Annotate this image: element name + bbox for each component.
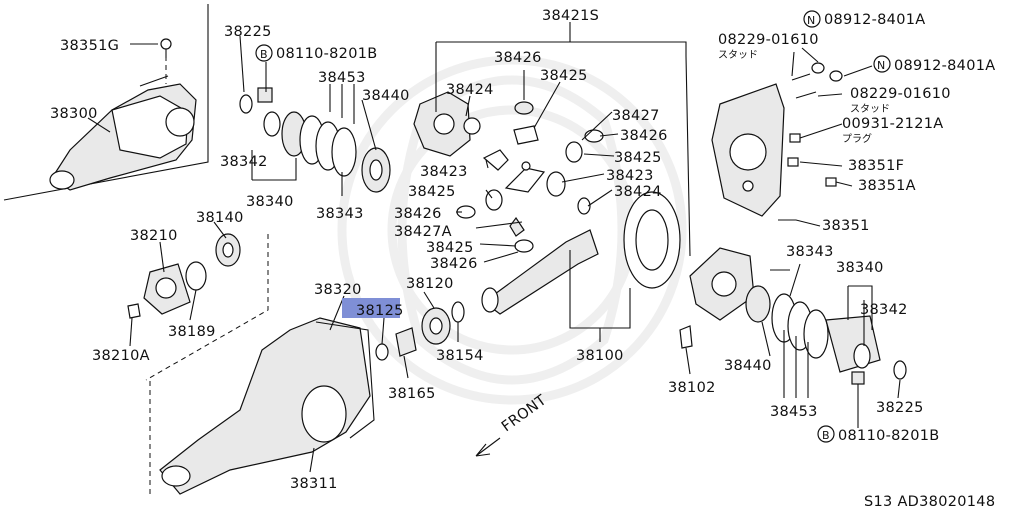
label-38320[interactable]: 38320 bbox=[314, 282, 362, 298]
leader-lines bbox=[87, 22, 901, 473]
circled-b-left-icon bbox=[255, 44, 273, 62]
rear-cover bbox=[711, 62, 843, 217]
circled-b-left-text: B bbox=[260, 48, 268, 61]
label-38425-low[interactable]: 38425 bbox=[426, 240, 474, 256]
label-plug: プラグ bbox=[842, 132, 872, 145]
label-38351G[interactable]: 38351G bbox=[60, 38, 119, 54]
label-38120[interactable]: 38120 bbox=[406, 276, 454, 292]
label-38100[interactable]: 38100 bbox=[576, 348, 624, 364]
label-38351[interactable]: 38351 bbox=[822, 218, 870, 234]
label-00931[interactable]: 00931-2121A bbox=[842, 116, 943, 132]
selected-part-highlight bbox=[342, 298, 400, 318]
label-38342-right[interactable]: 38342 bbox=[860, 302, 908, 318]
label-38425-left[interactable]: 38425 bbox=[408, 184, 456, 200]
label-stud-second: スタッド bbox=[850, 103, 890, 115]
label-38426-left[interactable]: 38426 bbox=[394, 206, 442, 222]
label-08110-right[interactable]: 08110-8201B bbox=[838, 428, 940, 444]
label-38426-low[interactable]: 38426 bbox=[430, 256, 478, 272]
label-38351F[interactable]: 38351F bbox=[848, 158, 904, 174]
circled-b-right-icon bbox=[817, 425, 835, 443]
label-38300[interactable]: 38300 bbox=[50, 106, 98, 122]
left-side-bearing-stack bbox=[239, 87, 391, 193]
pinion-bearing-parts bbox=[375, 301, 693, 361]
label-38426-top[interactable]: 38426 bbox=[494, 50, 542, 66]
label-38225-left[interactable]: 38225 bbox=[224, 24, 272, 40]
label-38125-selected[interactable]: 38125 bbox=[356, 303, 404, 319]
label-38340-left[interactable]: 38340 bbox=[246, 194, 294, 210]
label-38102[interactable]: 38102 bbox=[668, 380, 716, 396]
label-38154[interactable]: 38154 bbox=[436, 348, 484, 364]
assembled-differential-unit bbox=[49, 56, 197, 191]
label-38351A[interactable]: 38351A bbox=[858, 178, 916, 194]
label-38425-top[interactable]: 38425 bbox=[540, 68, 588, 84]
circled-b-right-text: B bbox=[822, 429, 830, 442]
differential-carrier bbox=[689, 247, 790, 321]
label-08110-left[interactable]: 08110-8201B bbox=[276, 46, 378, 62]
label-38343-left[interactable]: 38343 bbox=[316, 206, 364, 222]
label-38424-right[interactable]: 38424 bbox=[614, 184, 662, 200]
circled-n-second-text: N bbox=[877, 59, 885, 72]
circled-n-second-icon bbox=[873, 55, 891, 73]
label-38210[interactable]: 38210 bbox=[130, 228, 178, 244]
label-38440-left[interactable]: 38440 bbox=[362, 88, 410, 104]
label-38427[interactable]: 38427 bbox=[612, 108, 660, 124]
label-38440-right[interactable]: 38440 bbox=[724, 358, 772, 374]
label-38311[interactable]: 38311 bbox=[290, 476, 338, 492]
label-38425-mid[interactable]: 38425 bbox=[614, 150, 662, 166]
label-38453-right[interactable]: 38453 bbox=[770, 404, 818, 420]
label-38340-right[interactable]: 38340 bbox=[836, 260, 884, 276]
label-38225-right[interactable]: 38225 bbox=[876, 400, 924, 416]
bolt-38351G bbox=[160, 38, 172, 58]
label-08229-second[interactable]: 08229-01610 bbox=[850, 86, 951, 102]
label-38210A[interactable]: 38210A bbox=[92, 348, 150, 364]
label-08912-second[interactable]: 08912-8401A bbox=[894, 58, 995, 74]
label-38426-mid[interactable]: 38426 bbox=[620, 128, 668, 144]
label-38424-top[interactable]: 38424 bbox=[446, 82, 494, 98]
label-38165[interactable]: 38165 bbox=[388, 386, 436, 402]
label-stud-top: スタッド bbox=[718, 49, 758, 61]
label-38343-right[interactable]: 38343 bbox=[786, 244, 834, 260]
circled-n-top-text: N bbox=[807, 14, 815, 27]
label-08912-top[interactable]: 08912-8401A bbox=[824, 12, 925, 28]
label-38423-right[interactable]: 38423 bbox=[606, 168, 654, 184]
label-38342-left[interactable]: 38342 bbox=[220, 154, 268, 170]
label-38423-left[interactable]: 38423 bbox=[420, 164, 468, 180]
carrier-housing bbox=[149, 317, 375, 495]
label-38189[interactable]: 38189 bbox=[168, 324, 216, 340]
part-labels: 38351G 38300 38225 B 08110-8201B 38453 3… bbox=[50, 8, 995, 510]
label-38427A[interactable]: 38427A bbox=[394, 224, 452, 240]
label-38140[interactable]: 38140 bbox=[196, 210, 244, 226]
companion-flange-parts bbox=[127, 233, 269, 381]
catalog-code: S13 AD38020148 bbox=[864, 494, 995, 510]
label-38453-left[interactable]: 38453 bbox=[318, 70, 366, 86]
label-38421S[interactable]: 38421S bbox=[542, 8, 599, 24]
label-08229-top[interactable]: 08229-01610 bbox=[718, 32, 819, 48]
circled-n-top-icon bbox=[803, 10, 821, 28]
